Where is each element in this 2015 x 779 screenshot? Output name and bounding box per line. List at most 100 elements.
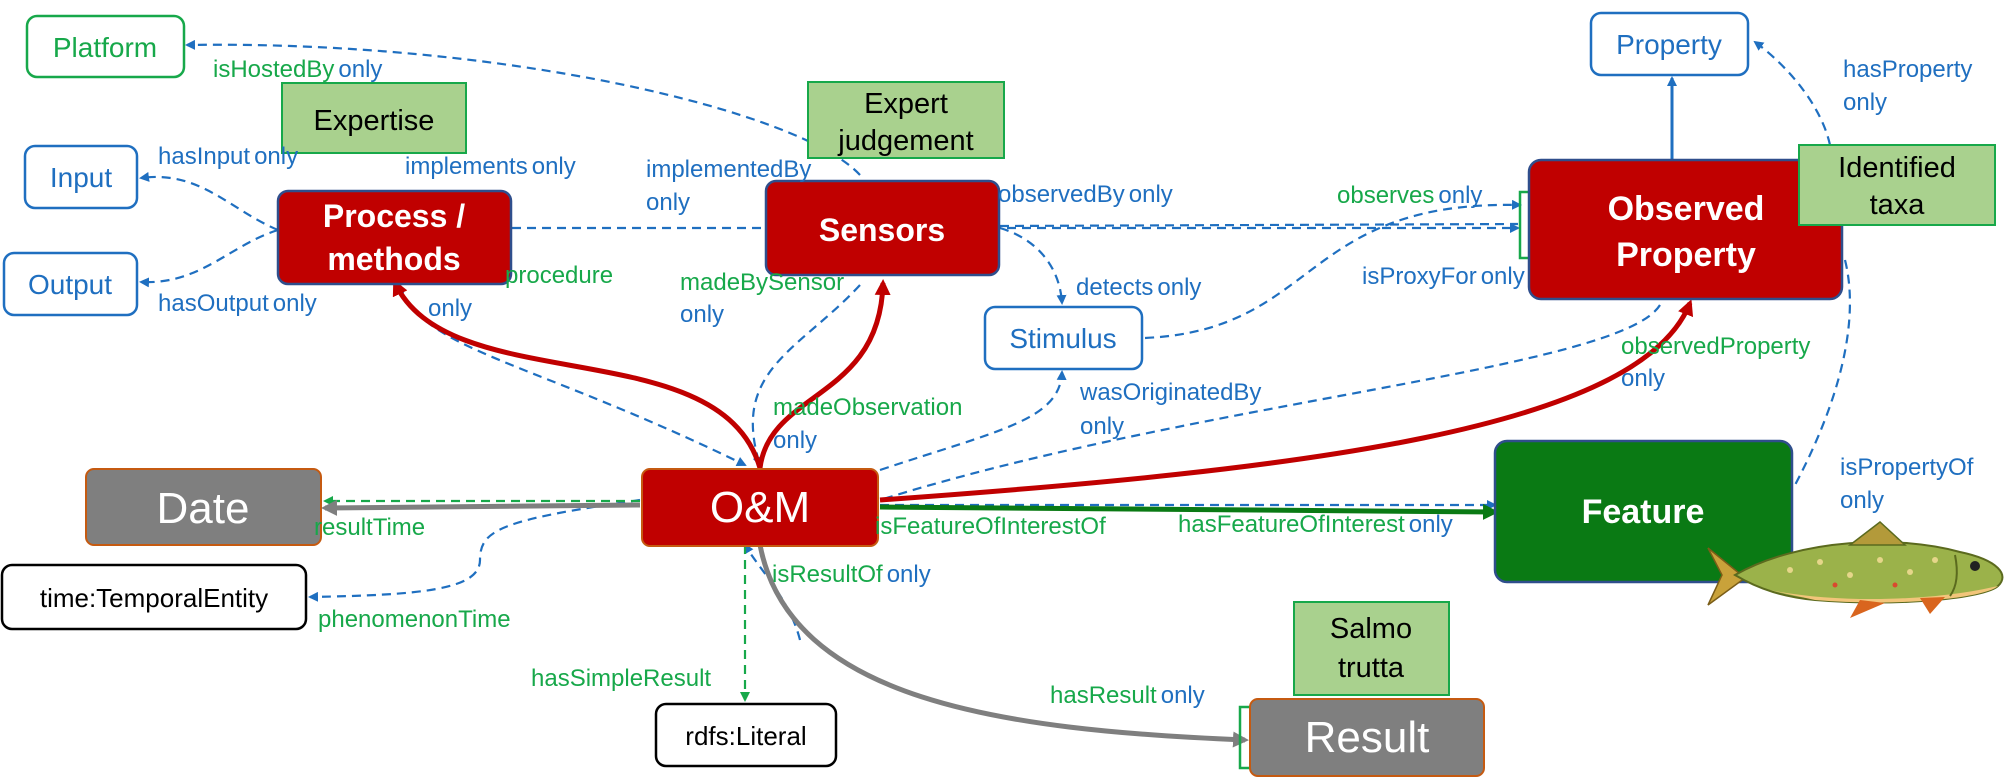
- date-node[interactable]: Date: [85, 468, 322, 546]
- process-label-line2: methods: [327, 241, 460, 277]
- result-bracket: [1238, 705, 1250, 770]
- om-node[interactable]: O&M: [641, 468, 879, 547]
- edge-om-to-feature: [879, 503, 1499, 520]
- temporal-entity-label: time:TemporalEntity: [40, 583, 268, 613]
- label-result-time: resultTime: [314, 514, 425, 541]
- label-made-observation: madeObservation: [773, 394, 962, 421]
- input-node[interactable]: Input: [23, 144, 139, 210]
- platform-label: Platform: [53, 32, 157, 63]
- date-label: Date: [157, 484, 250, 533]
- edge-procedure: [398, 284, 747, 466]
- expertise-label: Expertise: [314, 105, 435, 137]
- main-edges: [321, 76, 1694, 748]
- label-phenomenon-time: phenomenonTime: [318, 606, 511, 633]
- fish-icon: [1707, 521, 2004, 618]
- om-label: O&M: [710, 483, 810, 532]
- object-property-edges: [139, 39, 1851, 641]
- temporal-entity-node[interactable]: time:TemporalEntity: [0, 563, 308, 631]
- identified-taxa-note: Identified taxa: [1798, 144, 1996, 226]
- property-node[interactable]: Property: [1589, 11, 1750, 77]
- label-is-property-of-only: only: [1840, 487, 1884, 514]
- edge-was-originated-by: [879, 370, 1067, 472]
- edge-detects: [999, 226, 1067, 305]
- label-has-property-only: only: [1843, 89, 1887, 116]
- edge-is-result-of: [743, 543, 802, 641]
- edge-is-property-of: [1794, 259, 1851, 486]
- label-has-property: hasProperty: [1843, 56, 1972, 83]
- label-procedure: procedure: [505, 262, 613, 289]
- datatype-property-edges: [323, 496, 750, 702]
- salmo-trutta-label-line1: Salmo: [1330, 613, 1412, 645]
- feature-node[interactable]: Feature: [1493, 439, 1794, 584]
- edge-has-property: [1753, 40, 1832, 146]
- expertise-note: Expertise: [281, 82, 467, 154]
- property-label: Property: [1616, 29, 1722, 60]
- edge-om-to-sensors: [757, 279, 891, 469]
- observed-property-bracket: [1518, 190, 1532, 260]
- label-implemented-by-line2: only: [646, 189, 690, 216]
- label-procedure-only: only: [428, 295, 472, 322]
- sensors-node[interactable]: Sensors: [764, 179, 1001, 277]
- input-label: Input: [50, 162, 112, 193]
- platform-node[interactable]: Platform: [25, 14, 186, 79]
- label-made-by-sensor-only: only: [680, 301, 724, 328]
- edge-observes: [999, 222, 1519, 228]
- label-made-observation-only: only: [773, 427, 817, 454]
- label-made-by-sensor: madeBySensor: [680, 269, 844, 296]
- label-implemented-by-line1: implementedBy: [646, 156, 811, 183]
- process-methods-node[interactable]: Process / methods: [276, 189, 513, 286]
- edge-om-to-observed-property: [879, 299, 1694, 503]
- identified-taxa-label-line2: taxa: [1870, 189, 1926, 221]
- edge-om-to-result: [757, 544, 1249, 748]
- label-is-property-of: isPropertyOf: [1840, 454, 1974, 481]
- stimulus-node[interactable]: Stimulus: [983, 305, 1144, 371]
- label-observed-property: observedProperty: [1621, 333, 1810, 360]
- output-label: Output: [28, 269, 112, 300]
- result-label: Result: [1305, 713, 1430, 762]
- edge-made-by-sensor: [751, 284, 861, 467]
- feature-label: Feature: [1582, 493, 1705, 531]
- label-was-originated-by: wasOriginatedBy: [1079, 379, 1261, 406]
- expert-judgement-label-line2: judgement: [837, 125, 973, 157]
- expert-judgement-label-line1: Expert: [864, 88, 948, 120]
- output-node[interactable]: Output: [2, 251, 139, 317]
- observed-property-label-line2: Property: [1616, 236, 1756, 274]
- expert-judgement-note: Expert judgement: [807, 81, 1005, 159]
- edge-is-proxy-for: [1144, 199, 1522, 340]
- literal-node[interactable]: rdfs:Literal: [654, 702, 838, 768]
- process-label-line1: Process /: [323, 198, 465, 234]
- label-was-originated-by-only: only: [1080, 413, 1124, 440]
- edge-phenomenon-time: [308, 498, 641, 602]
- edge-om-to-process: [392, 279, 763, 469]
- label-has-simple-result: hasSimpleResult: [531, 665, 711, 692]
- observed-property-node[interactable]: Observed Property: [1527, 158, 1844, 301]
- label-observed-property-only: only: [1621, 365, 1665, 392]
- edge-observed-property: [879, 304, 1661, 502]
- edge-has-input: [139, 171, 279, 232]
- literal-label: rdfs:Literal: [685, 721, 806, 751]
- observed-property-label-line1: Observed: [1608, 190, 1765, 228]
- label-is-feature-of-interest-of: isFeatureOfInterestOf: [875, 513, 1106, 540]
- edge-om-to-date: [321, 499, 641, 516]
- sensors-label: Sensors: [819, 212, 945, 248]
- stimulus-label: Stimulus: [1009, 323, 1116, 354]
- result-node[interactable]: Result: [1249, 698, 1485, 777]
- salmo-trutta-note: Salmo trutta: [1293, 601, 1450, 696]
- identified-taxa-label-line1: Identified: [1838, 152, 1956, 184]
- edge-has-output: [139, 228, 279, 288]
- salmo-trutta-label-line2: trutta: [1338, 652, 1405, 684]
